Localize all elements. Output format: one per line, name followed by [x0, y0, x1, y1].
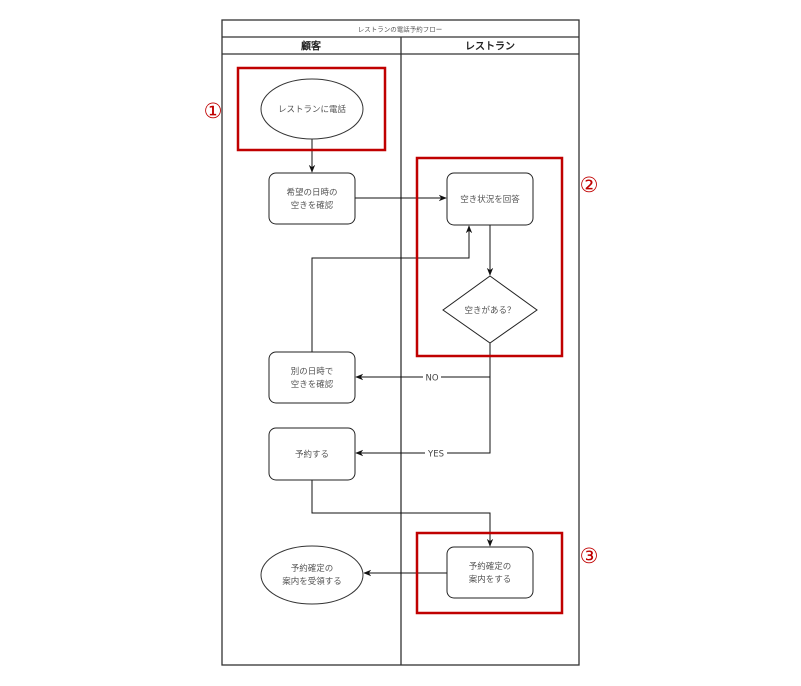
- node-reserve-label: 予約する: [295, 449, 329, 460]
- node-check-other-line1: 別の日時で: [291, 367, 334, 377]
- edge-other-to-answer: [311, 225, 473, 352]
- node-receive[interactable]: 予約確定の 案内を受領する: [260, 545, 364, 605]
- highlights: [236, 66, 564, 615]
- node-check-desired-line1: 希望の日時の: [286, 187, 337, 198]
- highlight-marker-3: ③: [580, 544, 599, 568]
- edges: [308, 139, 494, 577]
- highlight-marker-2: ②: [580, 173, 599, 197]
- edge-reserve-to-guide: [311, 480, 494, 547]
- highlight-box-2: [415, 156, 564, 358]
- node-call-label: レストランに電話: [278, 104, 347, 115]
- node-available-label: 空きがある？: [464, 305, 515, 316]
- edge-label-yes: YES: [427, 450, 444, 460]
- node-check-other[interactable]: 別の日時で 空きを確認: [268, 351, 356, 404]
- label-bg-no: [423, 371, 441, 382]
- edge-available-yes: [355, 377, 491, 457]
- highlight-box-1: [236, 66, 387, 152]
- node-guide-line1: 予約確定の: [469, 561, 512, 572]
- lane-header-customer: 顧客: [301, 40, 322, 53]
- node-call[interactable]: レストランに電話: [260, 78, 364, 140]
- node-receive-line1: 予約確定の: [291, 563, 334, 574]
- label-bg-yes: [425, 447, 447, 458]
- edge-label-no: NO: [425, 374, 438, 384]
- highlight-marker-1: ①: [204, 99, 223, 123]
- node-check-other-line2: 空きを確認: [291, 379, 334, 390]
- node-reserve[interactable]: 予約する: [268, 427, 356, 481]
- node-answer-label: 空き状況を回答: [460, 194, 520, 205]
- highlight-box-3: [415, 531, 564, 615]
- lane-header-restaurant: レストラン: [465, 41, 515, 53]
- pool-title: レストランの電話予約フロー: [358, 25, 443, 34]
- node-receive-line2: 案内を受領する: [282, 576, 342, 587]
- node-check-desired-line2: 空きを確認: [291, 200, 334, 211]
- node-guide-line2: 案内をする: [469, 574, 512, 585]
- node-check-desired[interactable]: 希望の日時の 空きを確認: [268, 172, 356, 225]
- node-available[interactable]: 空きがある？: [442, 275, 538, 344]
- node-guide[interactable]: 予約確定の 案内をする: [446, 546, 534, 599]
- node-answer[interactable]: 空き状況を回答: [446, 172, 534, 226]
